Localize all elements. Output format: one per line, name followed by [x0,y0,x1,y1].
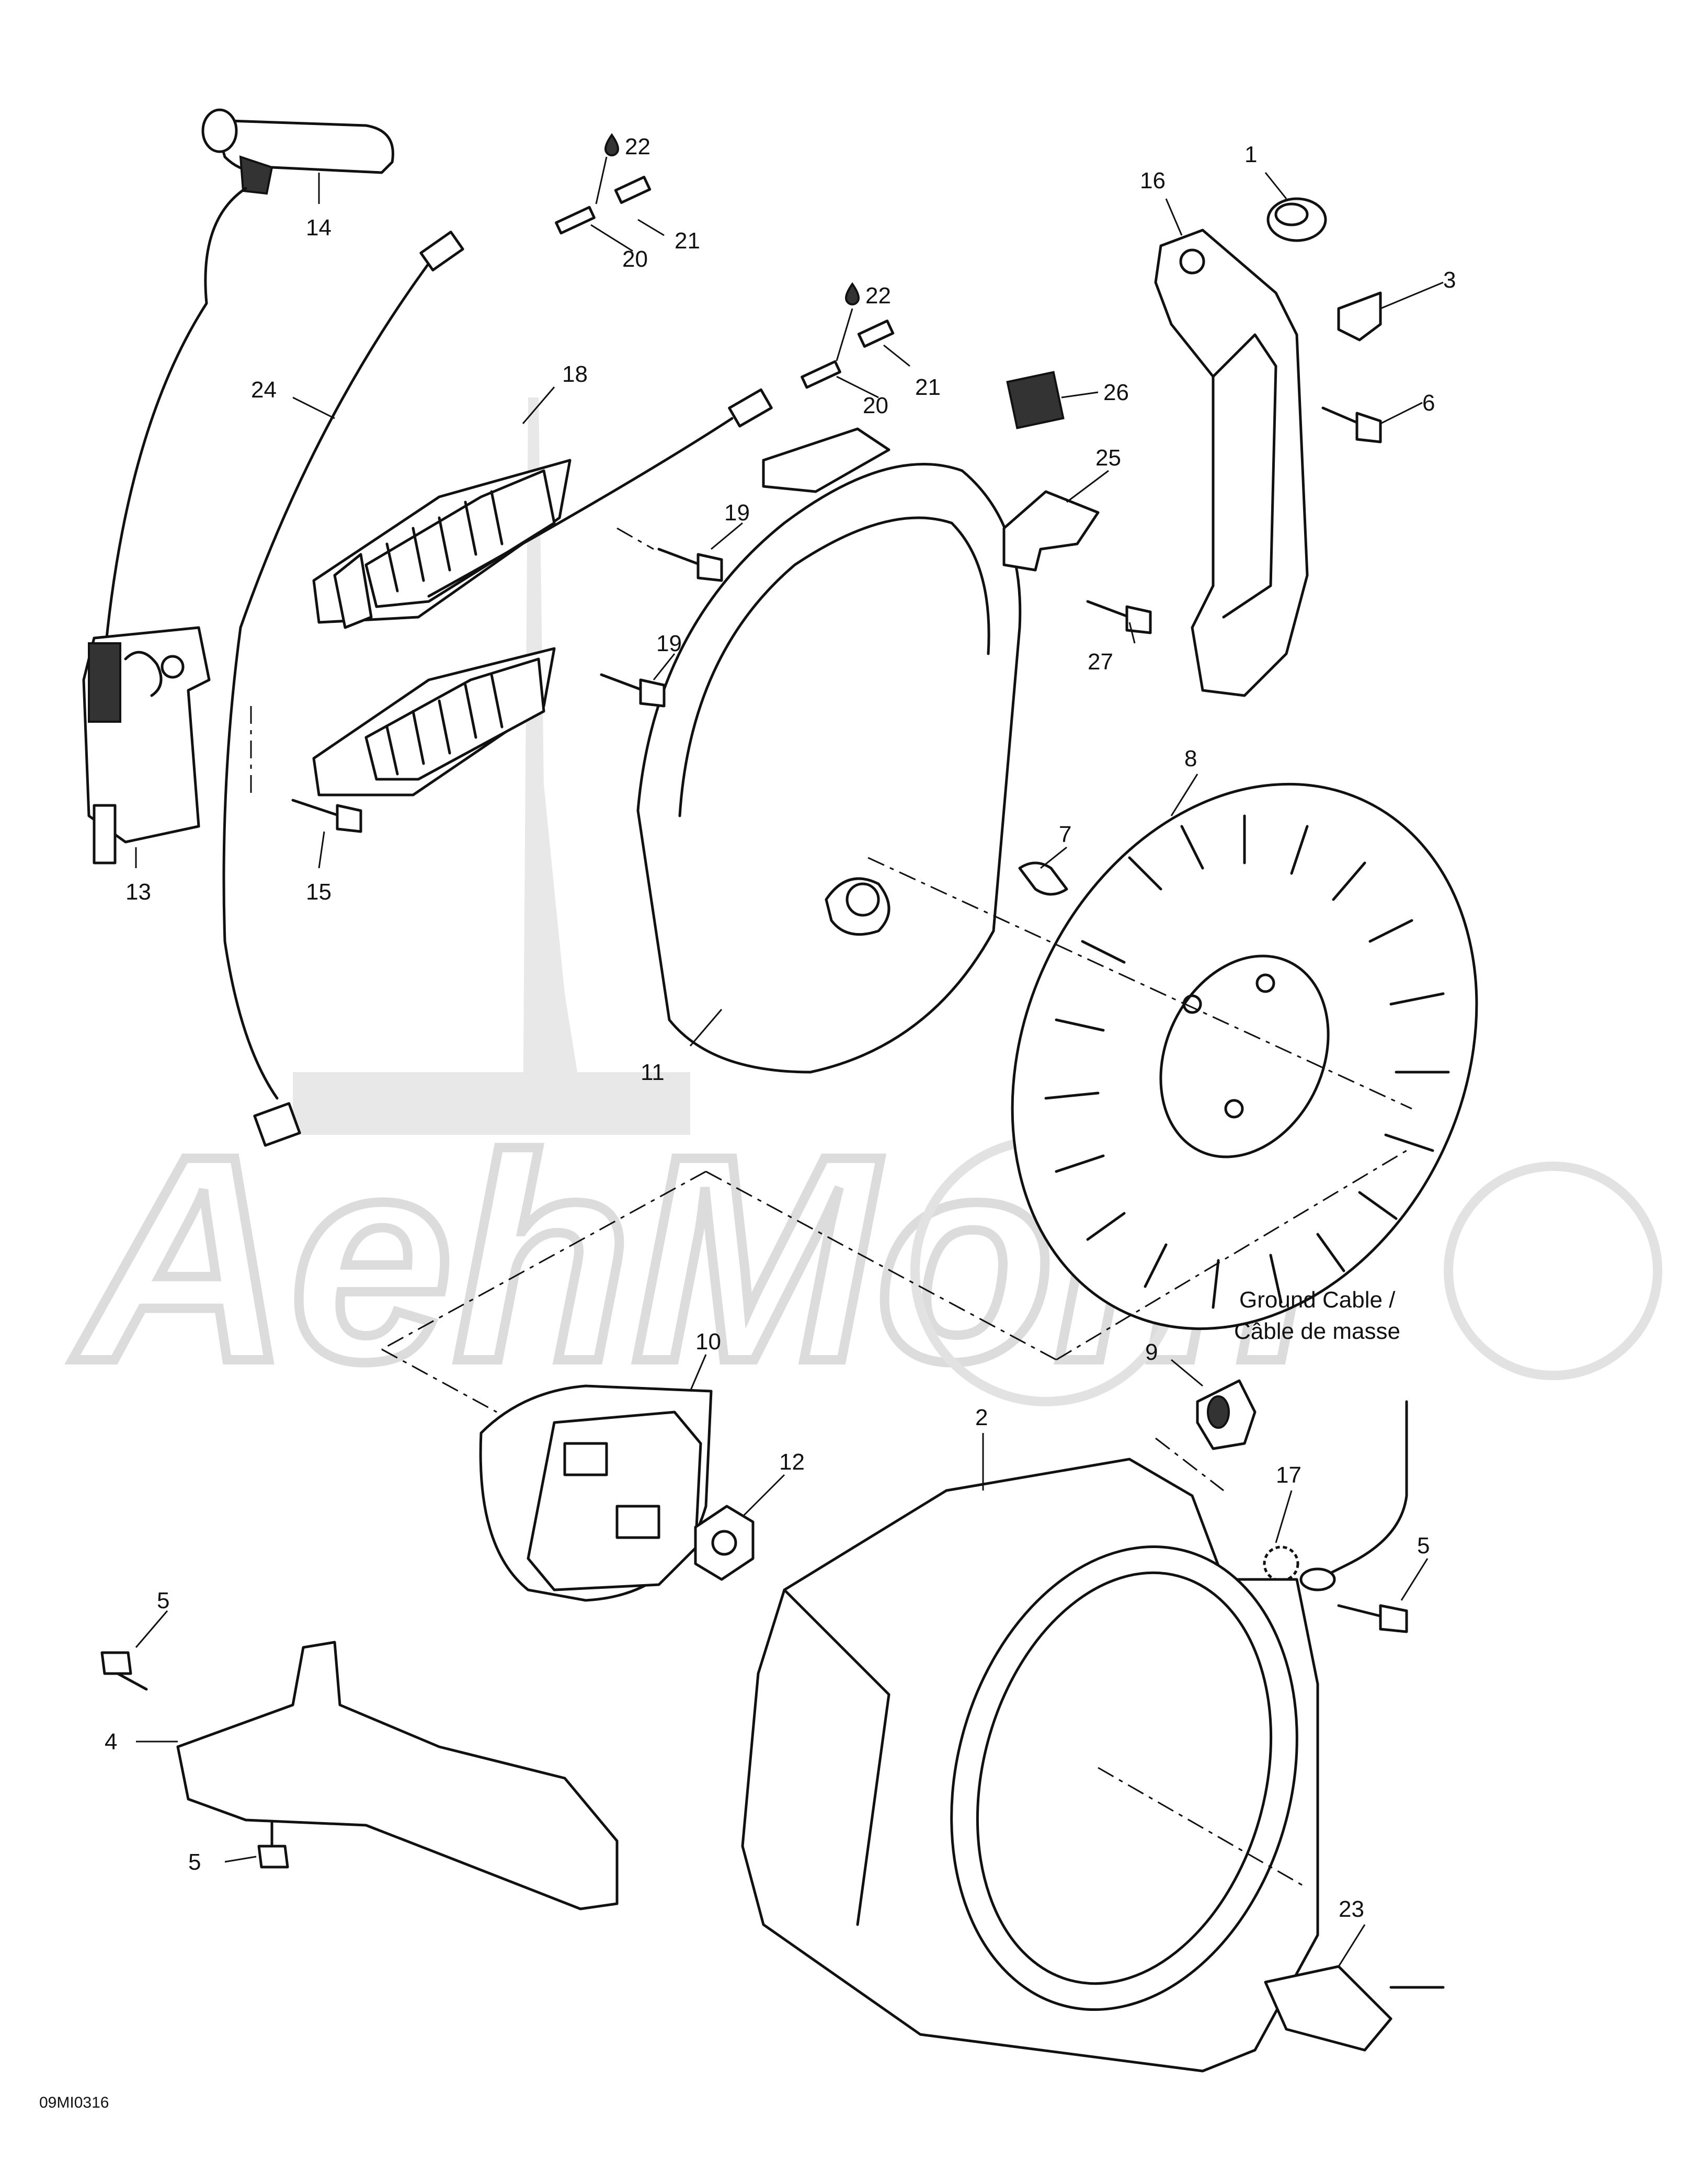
callout-11: 11 [641,1060,665,1085]
callout-20b: 20 [863,393,888,418]
part-3-clip [1337,291,1382,342]
callout-4: 4 [105,1729,117,1755]
drawing-code: 09MI0316 [39,2094,109,2111]
part-24-wire-terminal [253,1102,301,1147]
callout-9: 9 [1145,1339,1158,1365]
part-20-21-lower [801,320,895,389]
callout-27: 27 [1088,649,1113,675]
callout-19b: 19 [656,631,682,656]
part-20-21-upper [555,176,652,235]
part-13-ignition-coil [82,626,211,864]
part-6-screw [1321,406,1382,443]
callout-17: 17 [1276,1462,1301,1488]
callout-22a: 22 [625,134,650,160]
part-24-wire-connector [419,231,464,271]
callout-15: 15 [306,879,332,905]
callout-21b: 21 [915,374,941,400]
callout-18: 18 [562,361,588,387]
ground-cable-note-fr: Câble de masse [1234,1318,1400,1344]
callout-23: 23 [1339,1896,1364,1922]
part-24-wire [222,255,436,1100]
callout-5a: 5 [1417,1533,1430,1559]
ground-cable-terminal [1299,1567,1336,1591]
oil-drop-icon [844,282,860,305]
callout-13: 13 [125,879,151,905]
callout-10: 10 [695,1329,721,1355]
callout-12: 12 [779,1449,805,1475]
ground-cable [1327,1400,1408,1576]
coil-wire-connector [728,388,773,428]
callout-2: 2 [975,1405,988,1430]
part-26-connector [1006,371,1065,429]
callout-25: 25 [1095,445,1121,471]
watermark-building [293,1072,690,1135]
part-19-screw-upper [657,548,723,582]
callout-6: 6 [1422,390,1435,416]
callout-7: 7 [1059,822,1071,847]
part-8-fan [1011,782,1478,1330]
part-18-coil [312,459,572,629]
part-11-magneto-plate [636,427,1022,1074]
part-lighting-coil [312,647,556,797]
callout-22b: 22 [865,283,891,309]
coil-wire [427,417,734,598]
part-10-starter-pulley [479,1384,713,1602]
part-25-bracket [1002,490,1100,572]
part-15-screw [291,799,362,833]
callouts: 1 16 3 6 26 25 27 8 7 11 15 13 14 24 18 … [105,134,1456,1922]
part-12-nut [694,1505,755,1581]
part-23-switch [1264,1965,1445,2052]
callout-24: 24 [251,377,277,403]
part-14-spark-plug-cap [103,108,394,661]
callout-8: 8 [1184,746,1197,771]
part-5-screw-left-upper [100,1651,148,1691]
part-7-key [1018,861,1068,896]
part-5-screw-right [1337,1604,1408,1633]
callout-14: 14 [306,215,332,241]
callout-20a: 20 [622,246,648,272]
assembly-lines [250,527,1412,1889]
part-27-screw [1086,600,1152,634]
leader-lines [135,156,1444,1967]
callout-5c: 5 [188,1849,201,1875]
part-2-fan-housing [741,1458,1319,2073]
oil-drop-icon [604,133,620,156]
callout-3: 3 [1443,267,1456,293]
part-17-lock-washer [1263,1545,1299,1582]
part-19-screw-lower [600,673,666,708]
part-9-grommet [1196,1379,1257,1450]
callout-21a: 21 [675,228,700,254]
part-4-shroud [176,1641,619,1910]
watermark-spire [523,397,586,1124]
watermark-wheel [1444,1162,1662,1380]
callout-5b: 5 [157,1588,169,1613]
callout-1: 1 [1244,142,1257,167]
callout-26: 26 [1103,380,1129,405]
part-1-grommet [1266,197,1327,242]
callout-19a: 19 [724,500,750,526]
callout-16: 16 [1140,168,1166,194]
part-16-bracket [1154,229,1309,697]
ground-cable-note-en: Ground Cable / [1239,1287,1396,1313]
